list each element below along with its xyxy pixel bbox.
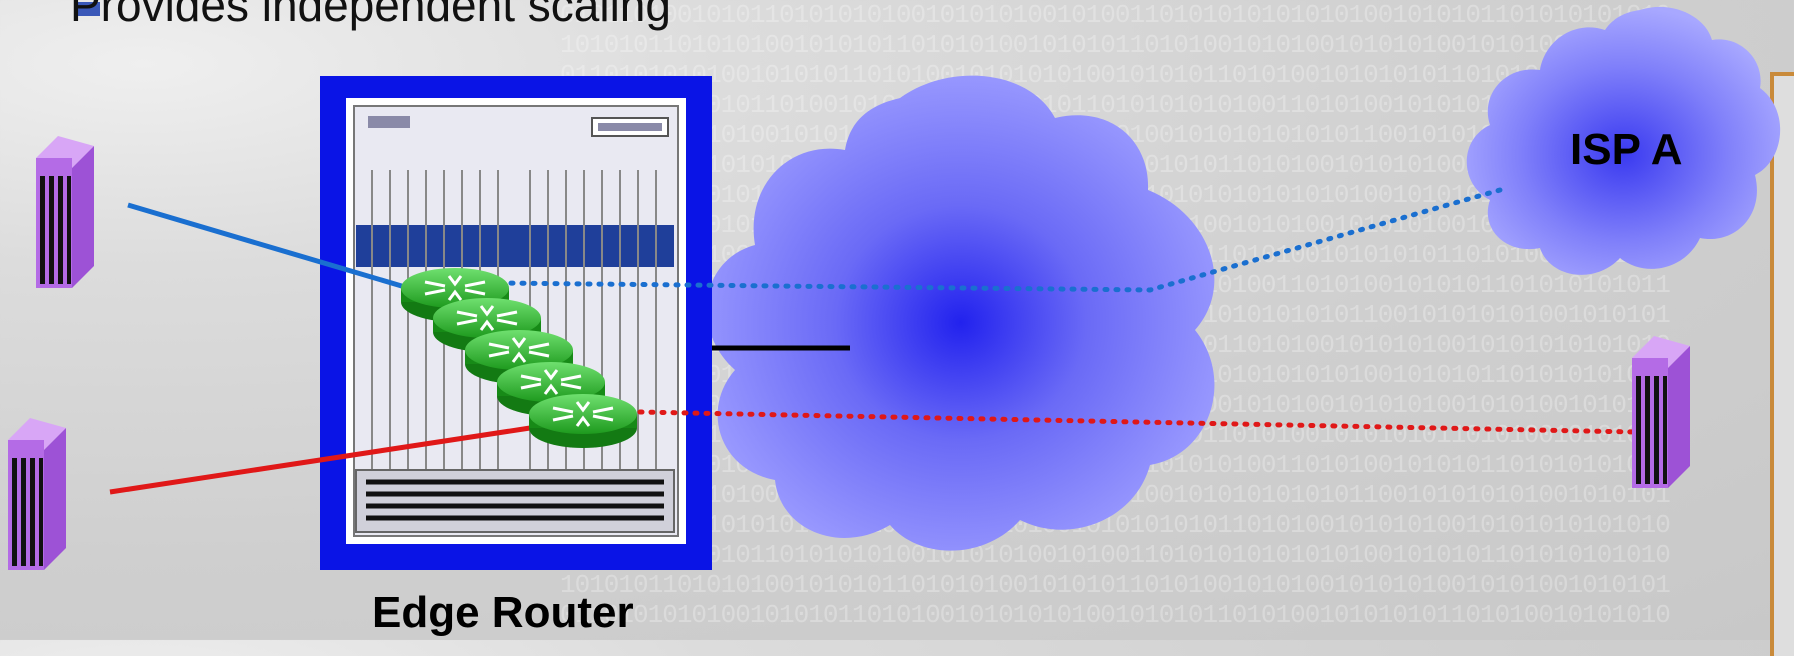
network-diagram xyxy=(8,6,1781,570)
isp-a-label: ISP A xyxy=(1570,125,1683,174)
edge-router-label: Edge Router xyxy=(372,588,634,637)
network-cloud xyxy=(706,75,1215,551)
bullet-text: Provides independent scaling xyxy=(70,0,671,31)
red-virtual-link xyxy=(637,409,1638,435)
server-icon xyxy=(1632,336,1690,488)
server-icon xyxy=(36,136,94,288)
bullet-marker xyxy=(78,2,100,16)
virtual-router-icon xyxy=(527,392,639,450)
adjacent-panel xyxy=(1770,72,1794,656)
blue-server-link xyxy=(127,202,406,290)
server-icon xyxy=(8,418,66,570)
red-server-link xyxy=(109,425,531,495)
isp-a-cloud xyxy=(1466,6,1781,275)
blue-virtual-link xyxy=(497,187,1503,293)
